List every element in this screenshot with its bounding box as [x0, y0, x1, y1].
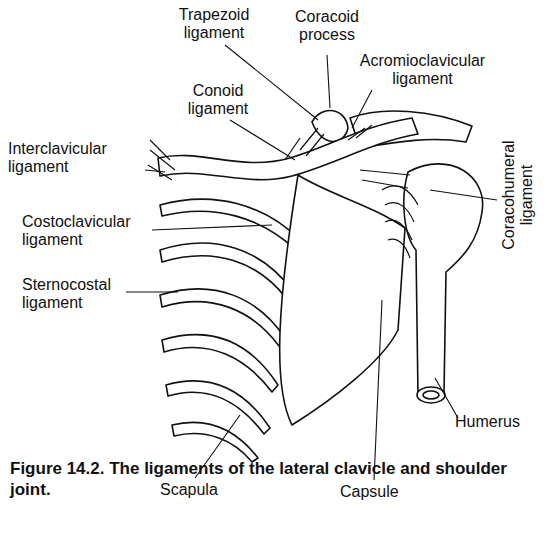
part-label: Trapezoid ligament — [168, 6, 260, 42]
part-label: Coracoid process — [282, 8, 372, 44]
rib — [172, 422, 258, 462]
leader-line — [152, 225, 272, 230]
scapula-bone — [280, 175, 405, 425]
leader-line — [352, 90, 372, 128]
part-label: Costoclavicular ligament — [22, 213, 154, 249]
leader-line — [327, 55, 330, 108]
leader-line — [374, 300, 382, 480]
coracoid-bone — [312, 111, 348, 142]
leader-line — [230, 120, 295, 160]
leader-line — [435, 378, 458, 418]
part-label: Capsule — [340, 483, 420, 501]
part-label: Humerus — [455, 413, 550, 431]
humerus-section — [417, 387, 445, 403]
figure-caption: Figure 14.2. The ligaments of the latera… — [10, 458, 530, 500]
humerus-section — [423, 391, 439, 399]
rib — [160, 199, 300, 250]
part-label: Acromioclavicular ligament — [350, 52, 495, 88]
part-label: Coracohumeral ligament — [500, 135, 536, 255]
ligament-fibers — [148, 140, 175, 180]
capsule-fibers — [382, 186, 418, 258]
ligament-fibers — [285, 128, 324, 160]
humerus-bone — [404, 164, 483, 395]
leader-line — [145, 170, 165, 172]
leader-line — [126, 291, 178, 292]
part-label: Conoid ligament — [176, 82, 260, 118]
ligament-fibers — [348, 125, 372, 140]
clavicle-bone — [158, 118, 418, 180]
leader-line — [430, 190, 497, 200]
part-label: Interclavicular ligament — [8, 140, 148, 176]
part-label: Scapula — [160, 481, 240, 499]
ligament-fibers — [360, 170, 410, 188]
part-label: Sternocostal ligament — [22, 276, 130, 312]
